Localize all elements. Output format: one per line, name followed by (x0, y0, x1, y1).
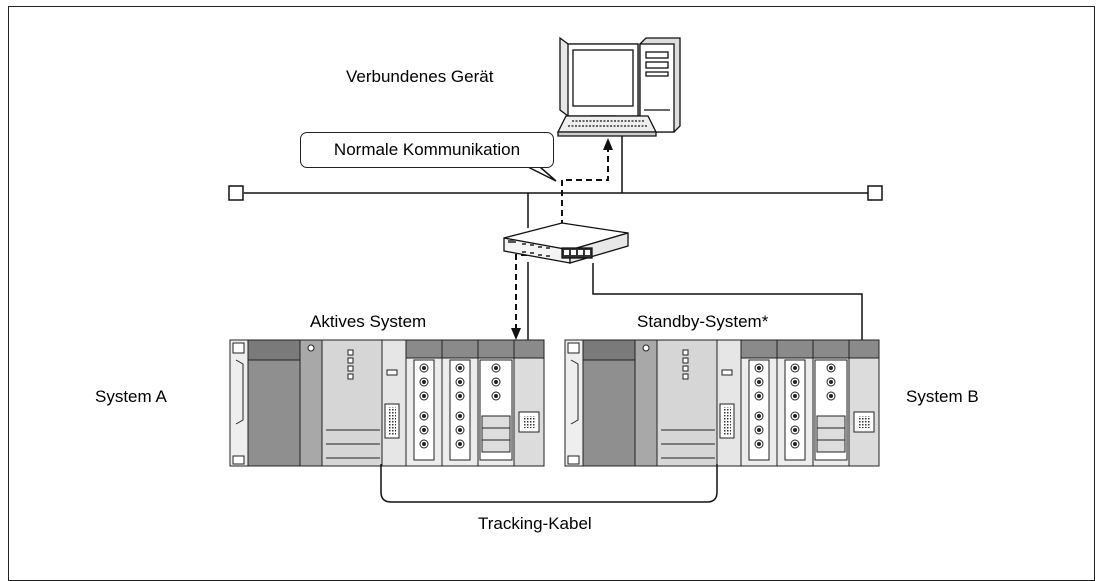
network-diagram (228, 36, 883, 503)
tracking-cable-label: Tracking-Kabel (478, 514, 592, 533)
arrow-down-icon (511, 328, 521, 340)
communication-label: Normale Kommunikation (333, 140, 521, 159)
plc-rack-system-b (564, 339, 880, 467)
communication-path (515, 148, 609, 330)
communication-callout: Normale Kommunikation (300, 132, 554, 168)
switching-hub-icon (503, 222, 629, 264)
standby-system-label: Standby-System* (637, 312, 769, 331)
device-label: Verbundenes Gerät (346, 67, 494, 86)
active-system-label: Aktives System (310, 312, 427, 331)
tracking-cable (380, 464, 718, 503)
system-a-label: System A (95, 387, 167, 406)
bus-terminator-right (867, 185, 883, 201)
callout-pointer (527, 166, 557, 182)
cable-to-system-b (592, 263, 863, 340)
arrow-up-icon (603, 138, 613, 150)
system-b-label: System B (906, 387, 979, 406)
computer-icon (556, 36, 681, 137)
network-bus (228, 185, 883, 201)
bus-terminator-left (228, 185, 244, 201)
plc-rack-system-a (229, 339, 545, 467)
